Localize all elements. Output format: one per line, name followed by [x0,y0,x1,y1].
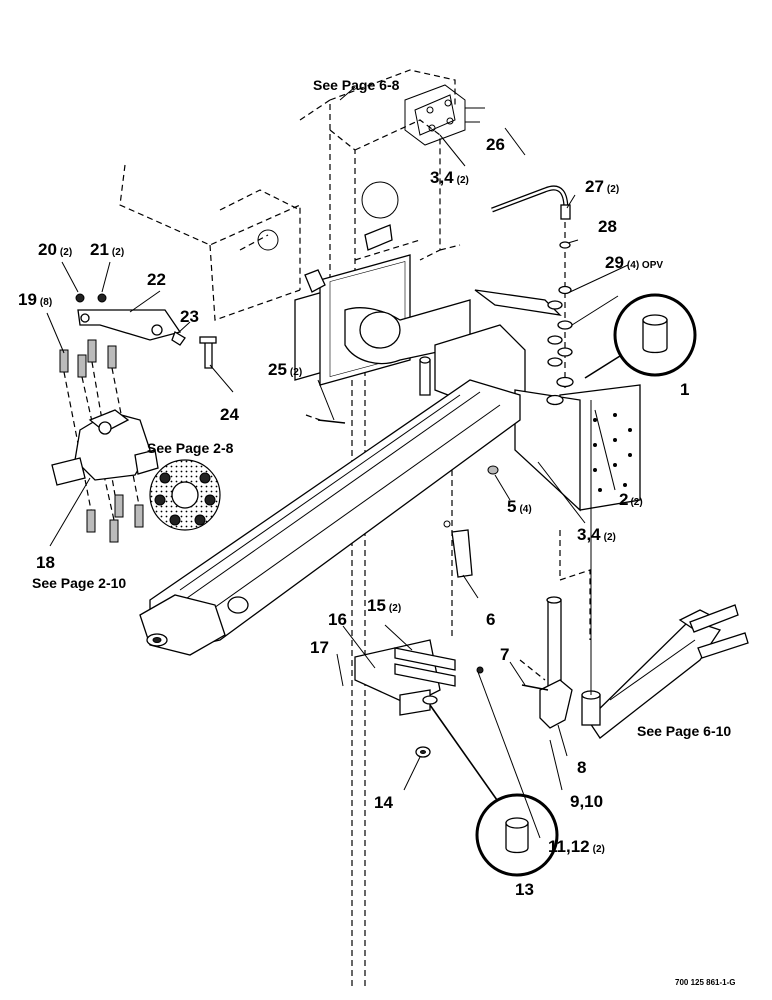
hose [491,185,571,220]
callout-9-10: 9,10 [570,792,603,811]
callout-14: 14 [374,793,393,812]
callout-3-4-top: 3,4(2) [430,168,469,187]
callout-5: 5(4) [507,497,532,516]
callout-3-4-lower: 3,4(2) [577,525,616,544]
reference-page-2-10: See Page 2-10 [32,575,126,591]
callout-15: 15(2) [367,596,401,615]
callout-17: 17 [310,638,329,657]
callout-18: 18 [36,553,55,572]
callout-11-12: 11,12(2) [548,837,605,856]
callout-29: 29(4) OPV [605,253,663,272]
callout-6: 6 [486,610,495,629]
callout-26: 26 [486,135,505,154]
callout-23: 23 [180,307,199,326]
callout-1: 1 [680,380,689,399]
gearbox-mount [75,293,186,346]
nut-5 [487,465,499,475]
leader-lines [46,86,629,839]
callout-28: 28 [598,217,617,236]
spindle-stack [546,222,574,406]
drawing-number: 700 125 861-1-G [675,978,736,987]
plate-6 [443,520,473,578]
jack-post [521,596,573,729]
top-mount-bracket [404,84,485,146]
callout-2: 2(2) [619,490,643,509]
callout-22: 22 [147,270,166,289]
gearbox [51,409,159,486]
lower-bracket [354,639,484,716]
bushing-inset-1 [584,293,697,379]
callout-8: 8 [577,758,586,777]
callout-24: 24 [220,405,239,424]
callout-13: 13 [515,880,534,899]
callout-20: 20(2) [38,240,72,259]
bolt-25 [317,419,346,424]
tongue-assembly [139,289,641,656]
callout-7: 7 [500,645,509,664]
callout-21: 21(2) [90,240,124,259]
reference-page-2-8: See Page 2-8 [147,440,234,456]
reference-page-6-8: See Page 6-8 [313,77,400,93]
reference-page-6-10: See Page 6-10 [637,723,731,739]
studs [59,339,144,543]
callout-19: 19(8) [18,290,52,309]
callout-27: 27(2) [585,177,619,196]
hub-flange [149,459,221,531]
callout-labels: 1 2(2) 3,4(2) 3,4(2) 5(4) 6 7 8 9,10 11,… [18,135,689,899]
hitch-assembly [581,400,749,739]
callout-25: 25(2) [268,360,302,379]
pin-24 [199,336,217,369]
callout-16: 16 [328,610,347,629]
bushing-inset-13 [429,704,559,877]
